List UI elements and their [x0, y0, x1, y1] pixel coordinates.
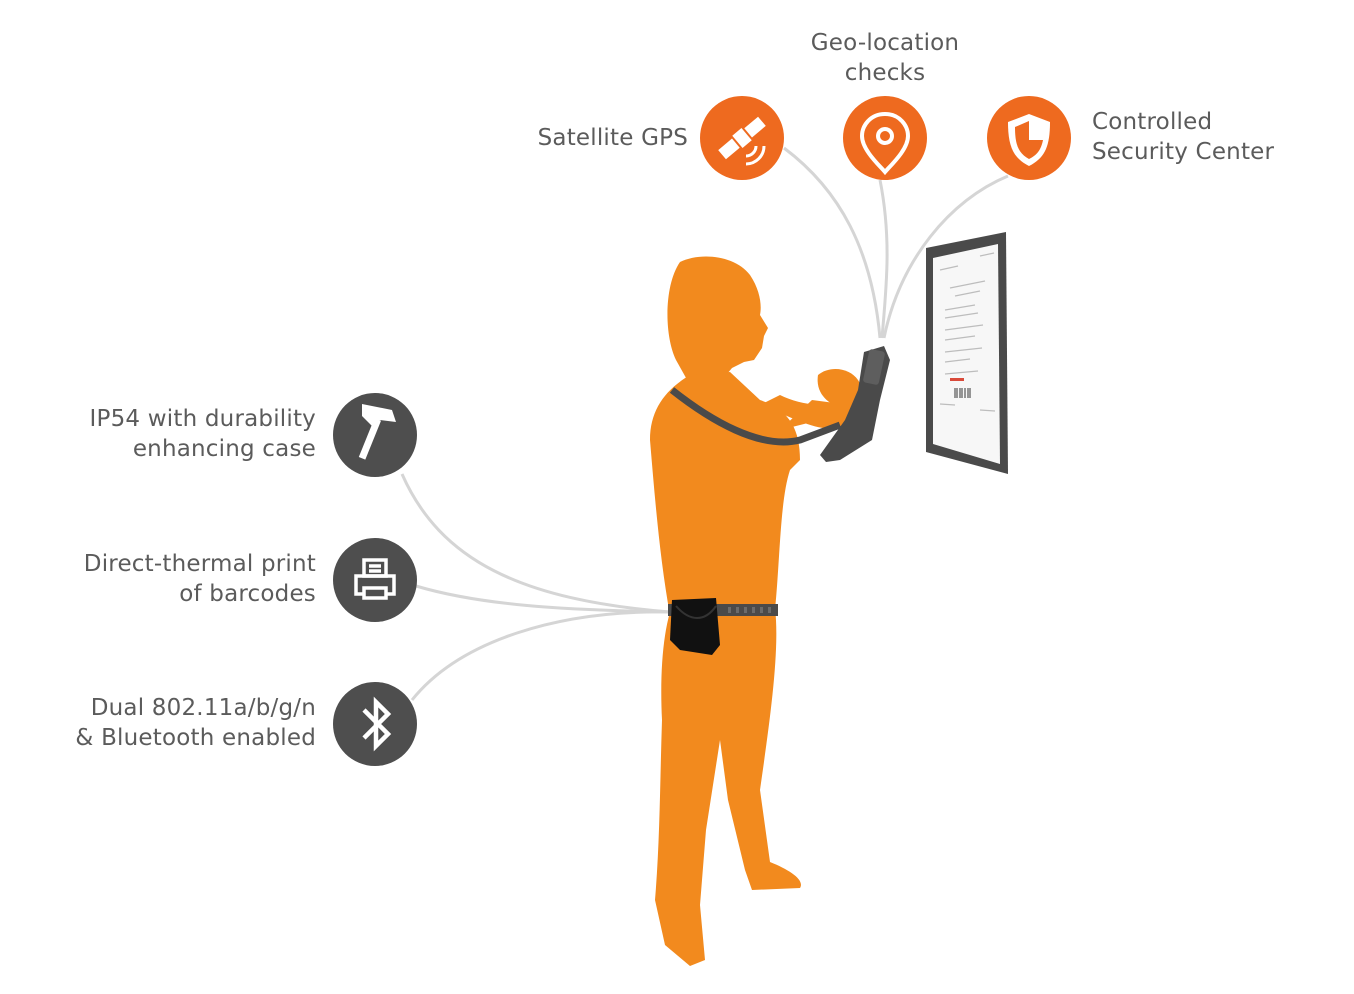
- bluetooth-icon: [362, 696, 392, 752]
- shield-icon: [1008, 114, 1050, 166]
- belt-pattern: [728, 607, 771, 613]
- display-screen: [933, 244, 1000, 464]
- printer-icon: [354, 558, 396, 600]
- label-wireless-line-2: & Bluetooth enabled: [75, 725, 316, 751]
- handheld-device: [820, 346, 890, 462]
- label-gps-line-1: Satellite GPS: [537, 125, 688, 151]
- label-security-line-1: Controlled: [1092, 109, 1213, 135]
- connector-print: [415, 584, 671, 614]
- label-print: Direct-thermal print of barcodes: [84, 549, 316, 609]
- pouch-flap: [675, 605, 717, 619]
- connector-lines: [400, 146, 1009, 701]
- label-wireless: Dual 802.11a/b/g/n & Bluetooth enabled: [75, 693, 316, 753]
- connector-durability: [400, 473, 671, 614]
- display-red-mark: [950, 378, 964, 381]
- hammer-icon: [358, 404, 396, 460]
- label-security: Controlled Security Center: [1092, 107, 1274, 167]
- label-security-line-2: Security Center: [1092, 139, 1275, 165]
- connector-wireless: [410, 610, 671, 701]
- satellite-icon: [718, 116, 766, 166]
- label-durability: IP54 with durability enhancing case: [90, 404, 316, 464]
- lanyard: [669, 387, 842, 446]
- label-print-line-2: of barcodes: [179, 581, 316, 607]
- label-durability-line-2: enhancing case: [132, 436, 316, 462]
- print-circle: [333, 538, 417, 622]
- label-geo: Geo-location checks: [785, 28, 985, 88]
- connector-geo: [878, 179, 889, 339]
- label-geo-line-2: checks: [844, 60, 926, 86]
- display-barcode: [954, 388, 971, 398]
- wall-display: [926, 232, 1008, 474]
- label-gps: Satellite GPS: [538, 123, 688, 153]
- connector-gps: [783, 146, 882, 339]
- label-durability-line-1: IP54 with durability: [89, 406, 316, 432]
- label-wireless-line-1: Dual 802.11a/b/g/n: [90, 695, 316, 721]
- connector-security: [882, 174, 1009, 339]
- label-geo-line-1: Geo-location: [810, 30, 960, 56]
- map-pin-icon: [859, 111, 911, 176]
- display-document: [939, 252, 996, 412]
- label-print-line-1: Direct-thermal print: [83, 551, 316, 577]
- person-silhouette: [650, 256, 870, 966]
- geo-circle: [843, 96, 927, 180]
